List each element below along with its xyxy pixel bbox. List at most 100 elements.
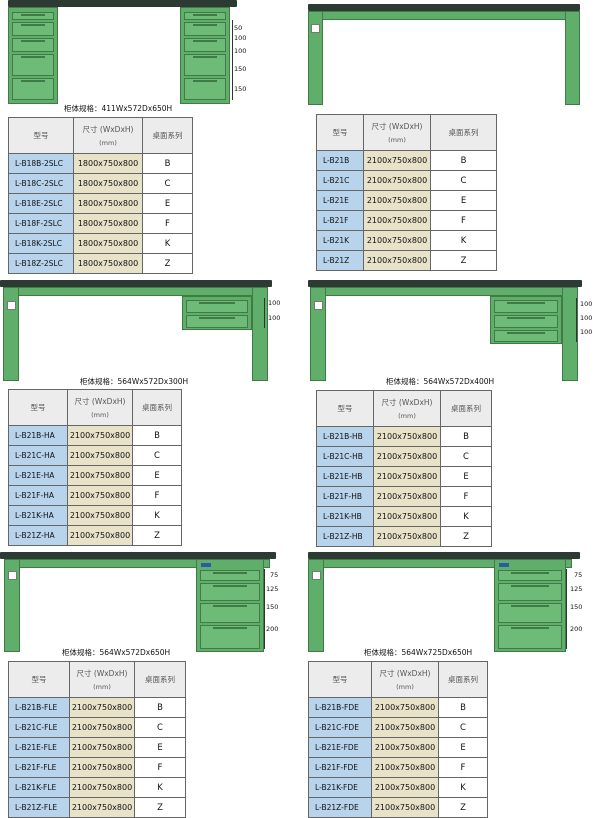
size-cell: 2100x750x800 [363,250,431,271]
header-series: 桌面系列 [142,117,193,154]
model-cell: L-B21K-FDE [308,777,372,798]
dimension-label: 50 [234,24,243,32]
workbench-leg-right [252,287,268,381]
header-model: 型号 [308,661,372,698]
header-series: 桌面系列 [132,389,182,426]
workbench-top [0,552,276,559]
drawer [184,38,226,52]
workbench-leg-right [562,287,578,381]
model-cell: L-B21B-HB [316,426,374,447]
cabinet-spec: 柜体规格：564Wx572Dx400H [386,377,495,386]
drawer [498,583,562,601]
dimension-label: 200 [570,625,583,633]
dimension-label: 100 [234,34,247,42]
header-size: 尺寸 (WxDxH)(mm) [373,390,441,427]
series-cell: B [440,426,492,447]
header-series: 桌面系列 [430,114,497,151]
drawer [12,54,54,76]
header-size-unit: (mm) [93,683,111,691]
series-cell: C [440,446,492,467]
panel-b18-2slc: 50 100 100 150 150 柜体规格：411Wx572Dx650H 型… [0,0,300,274]
size-cell: 2100x750x800 [371,717,439,738]
workbench-top [308,280,582,287]
size-cell: 2100x750x800 [67,465,133,486]
size-cell: 2100x750x800 [67,425,133,446]
drawer [12,22,54,36]
header-size-unit: (mm) [388,136,406,144]
model-cell: L-B18C-2SLC [8,173,74,194]
header-size-label: 尺寸 (WxDxH) [82,125,134,134]
drawer [12,12,54,20]
series-cell: C [438,717,488,738]
model-cell: L-B21B-HA [8,425,68,446]
label-plate [312,571,321,580]
dimension-label: 100 [268,314,281,322]
drawer [498,625,562,649]
workbench-rail [310,287,578,296]
size-cell: 1800x750x800 [73,153,143,174]
size-cell: 2100x750x800 [69,717,135,738]
header-size-unit: (mm) [99,139,117,147]
series-cell: C [134,717,186,738]
series-cell: B [430,150,497,171]
model-cell: L-B21Z [316,250,364,271]
dimension-line [566,569,567,649]
drawer [12,78,54,100]
model-cell: L-B21C-HA [8,445,68,466]
size-cell: 2100x750x800 [67,505,133,526]
header-size: 尺寸 (WxDxH) (mm) [73,117,143,154]
drawer [184,54,226,76]
model-cell: L-B21E-HB [316,466,374,487]
header-size-label: 尺寸 (WxDxH) [74,397,126,406]
model-cell: L-B21Z-FDE [308,797,372,818]
model-cell: L-B21Z-HA [8,525,68,546]
size-cell: 1800x750x800 [73,253,143,274]
series-cell: Z [132,525,182,546]
model-cell: L-B21Z-HB [316,526,374,547]
series-cell: Z [440,526,492,547]
series-cell: K [142,233,193,254]
workbench-rail [308,11,580,20]
drawer [184,22,226,36]
header-size-label: 尺寸 (WxDxH) [76,669,128,678]
size-cell: 2100x750x800 [373,486,441,507]
header-size-label: 尺寸 (WxDxH) [379,669,431,678]
panel-b21-fle: 75 125 150 200 柜体规格：564Wx572Dx650H 型号 尺寸… [0,544,300,818]
model-cell: L-B21C-HB [316,446,374,467]
size-cell: 2100x750x800 [363,170,431,191]
workbench-rail [3,287,268,296]
model-cell: L-B21K-HA [8,505,68,526]
size-cell: 2100x750x800 [69,797,135,818]
model-cell: L-B21E-FLE [8,737,70,758]
size-cell: 2100x750x800 [363,150,431,171]
size-cell: 2100x750x800 [371,757,439,778]
header-model: 型号 [8,117,74,154]
model-cell: L-B21C [316,170,364,191]
table-header: 型号 尺寸 (WxDxH)(mm) 桌面系列 [308,661,488,698]
model-cell: L-B21F-FLE [8,757,70,778]
series-cell: E [430,190,497,211]
model-cell: L-B21E-HA [8,465,68,486]
series-cell: F [430,210,497,231]
size-cell: 2100x750x800 [371,797,439,818]
cabinet-spec: 柜体规格：564Wx572Dx300H [80,377,189,386]
size-cell: 2100x750x800 [373,526,441,547]
model-cell: L-B21F-HB [316,486,374,507]
size-cell: 2100x750x800 [371,737,439,758]
table-header: 型号 尺寸 (WxDxH) (mm) 桌面系列 [8,117,193,154]
size-cell: 2100x750x800 [67,445,133,466]
table-header: 型号 尺寸 (WxDxH)(mm) 桌面系列 [8,661,186,698]
drawer-cabinet [182,296,252,330]
